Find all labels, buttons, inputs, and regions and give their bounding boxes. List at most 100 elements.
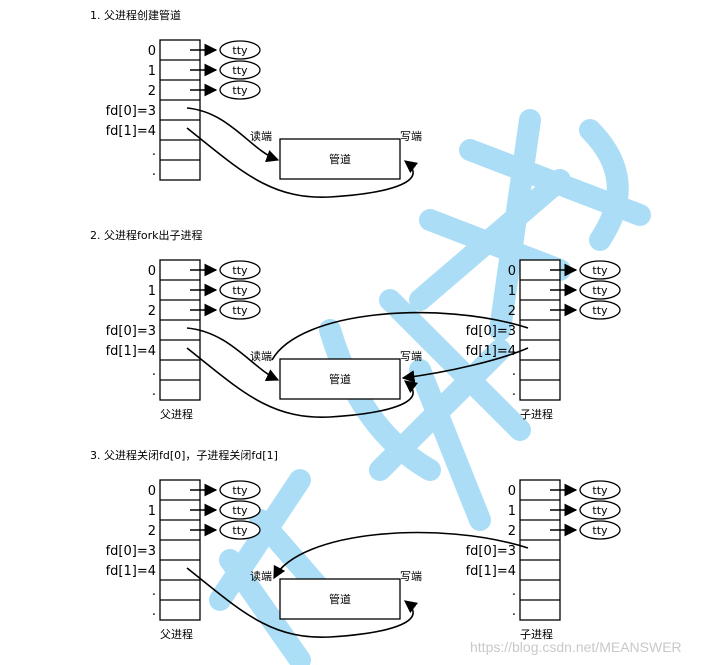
tty-label: tty [232, 504, 248, 517]
read-end-label: 读端 [250, 349, 272, 363]
fd-label: fd[0]=3 [466, 544, 516, 559]
fd-label: 1 [508, 284, 516, 299]
read-end-label: 读端 [250, 129, 272, 143]
pipe-box-1: 管道 [279, 138, 401, 180]
tty-node [219, 520, 261, 540]
fd-label: 0 [148, 264, 156, 279]
pipe-box-3: 管道 [279, 578, 401, 620]
read-end-label: 读端 [250, 569, 272, 583]
tty-label: tty [592, 304, 608, 317]
fd-label: fd[1]=4 [106, 344, 156, 359]
pipe-box-2: 管道 [279, 358, 401, 400]
parent-read-arrow [186, 327, 280, 381]
fd-label: . [152, 364, 156, 379]
fd-label: fd[1]=4 [106, 124, 156, 139]
tty-label: tty [232, 484, 248, 497]
tty-label: tty [592, 524, 608, 537]
tty-label: tty [592, 504, 608, 517]
tty-label: tty [232, 264, 248, 277]
tty-label: tty [232, 304, 248, 317]
tty-node [219, 300, 261, 320]
blue-stamp-decoration [209, 109, 651, 665]
tty-label: tty [232, 284, 248, 297]
write-end-label: 写端 [400, 350, 422, 363]
fd-label: 2 [148, 524, 156, 539]
tty-label: tty [592, 484, 608, 497]
write-end-label: 写端 [400, 130, 422, 143]
tty-label: tty [592, 284, 608, 297]
fd-label: . [152, 384, 156, 399]
fd-label: 0 [508, 484, 516, 499]
parent-label: 父进程 [160, 628, 193, 641]
tty-node [219, 40, 261, 60]
tty-node [219, 80, 261, 100]
child-read-arrow [273, 531, 529, 580]
parent-fd-table: 0 1 2 fd[0]=3 fd[1]=4.. tty tty tty [106, 259, 261, 401]
fd-label: 1 [508, 504, 516, 519]
parent-label: 父进程 [160, 408, 193, 421]
parent-read-arrow [186, 107, 280, 163]
tty-label: tty [232, 64, 248, 77]
tty-node [579, 260, 621, 280]
pipe-label: 管道 [329, 152, 351, 166]
fd-label: 2 [148, 304, 156, 319]
pipe-label: 管道 [329, 592, 351, 606]
parent-fd-table: 0 1 2 fd[0]=3 fd[1]=4.. tty tty tty [106, 479, 261, 621]
tty-node [219, 480, 261, 500]
step-2-title: 2. 父进程fork出子进程 [90, 228, 203, 242]
fd-label: 0 [148, 44, 156, 59]
tty-label: tty [592, 264, 608, 277]
child-label: 子进程 [520, 628, 553, 641]
child-read-arrow [271, 311, 529, 361]
fd-label: fd[0]=3 [106, 104, 156, 119]
tty-node [579, 500, 621, 520]
fd-label: 1 [148, 64, 156, 79]
parent-write-arrow [186, 347, 419, 418]
tty-node [219, 60, 261, 80]
tty-label: tty [232, 524, 248, 537]
fd-label: . [152, 144, 156, 159]
parent-fd-table: 0 1 2 fd[0]=3 fd[1]=4.. tty tty tty [106, 39, 261, 181]
watermark-text: https://blog.csdn.net/MEANSWER [470, 639, 682, 655]
fd-label: . [152, 604, 156, 619]
tty-node [219, 500, 261, 520]
write-end-label: 写端 [400, 570, 422, 583]
fd-label: 1 [148, 284, 156, 299]
tty-node [579, 300, 621, 320]
tty-node [579, 480, 621, 500]
fd-label: fd[1]=4 [466, 564, 516, 579]
child-fd-table: 0 1 2 fd[0]=3 fd[1]=4.. tty tty tty [466, 259, 621, 401]
fd-label: 0 [148, 484, 156, 499]
tty-label: tty [232, 84, 248, 97]
fd-label: . [512, 584, 516, 599]
fd-label: fd[0]=3 [106, 544, 156, 559]
fd-label: 2 [148, 84, 156, 99]
fd-label: . [152, 584, 156, 599]
pipe-label: 管道 [329, 372, 351, 386]
child-fd-table: 0 1 2 fd[0]=3 fd[1]=4.. tty tty tty [466, 479, 621, 621]
fd-label: . [512, 364, 516, 379]
fd-tables: 0 1 2 fd[0]=3 fd[1]=4.. tty tty tty 0 1 2 fd[0]=3 fd… [106, 39, 621, 621]
tty-node [219, 260, 261, 280]
pipe-connections [186, 107, 529, 638]
tty-node [579, 280, 621, 300]
tty-node [579, 520, 621, 540]
fd-label: 0 [508, 264, 516, 279]
parent-write-arrow [186, 567, 419, 638]
fd-label: 2 [508, 304, 516, 319]
fd-label: . [152, 164, 156, 179]
fd-label: fd[1]=4 [466, 344, 516, 359]
fd-label: fd[0]=3 [466, 324, 516, 339]
fd-label: fd[1]=4 [106, 564, 156, 579]
fd-label: . [512, 384, 516, 399]
parent-write-arrow [186, 127, 419, 198]
fd-label: . [512, 604, 516, 619]
fd-label: fd[0]=3 [106, 324, 156, 339]
child-label: 子进程 [520, 408, 553, 421]
step-3-title: 3. 父进程关闭fd[0]，子进程关闭fd[1] [90, 448, 278, 462]
fd-label: 1 [148, 504, 156, 519]
step-1-title: 1. 父进程创建管道 [90, 8, 181, 22]
tty-label: tty [232, 44, 248, 57]
fd-label: 2 [508, 524, 516, 539]
child-write-arrow [401, 347, 529, 383]
